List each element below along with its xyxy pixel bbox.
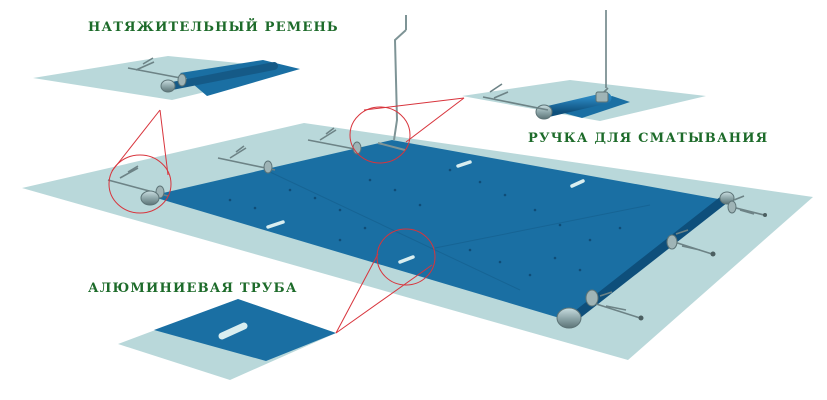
front-bracket-pins: [638, 213, 767, 321]
inset-aluminum-tube: [118, 299, 336, 380]
rear-roller: [140, 190, 160, 206]
main-winding-handle: [377, 15, 407, 151]
rear-tension-brackets: [107, 127, 361, 197]
cover-dots: [228, 168, 622, 277]
callout-circle-handle: [349, 106, 411, 164]
inset-winding-handle: [462, 10, 706, 121]
front-strap-clips: [585, 200, 737, 307]
callout-circle-tension: [108, 154, 172, 214]
front-roller-end-bottom: [556, 307, 582, 329]
callouts: [108, 97, 465, 334]
pool-cover: [150, 140, 724, 322]
inset-tension-strap: [33, 56, 300, 100]
label-aluminum-tube: АЛЮМИНИЕВАЯ ТРУБА: [88, 281, 298, 296]
front-tension-brackets: [589, 195, 765, 319]
label-winding-handle: РУЧКА ДЛЯ СМАТЫВАНИЯ: [528, 131, 769, 146]
main-pool: [22, 15, 813, 360]
callout-circle-tube: [376, 228, 436, 286]
label-tension-strap: НАТЯЖИТЕЛЬНЫЙ РЕМЕНЬ: [88, 20, 339, 35]
aluminum-tubes: [266, 160, 585, 264]
